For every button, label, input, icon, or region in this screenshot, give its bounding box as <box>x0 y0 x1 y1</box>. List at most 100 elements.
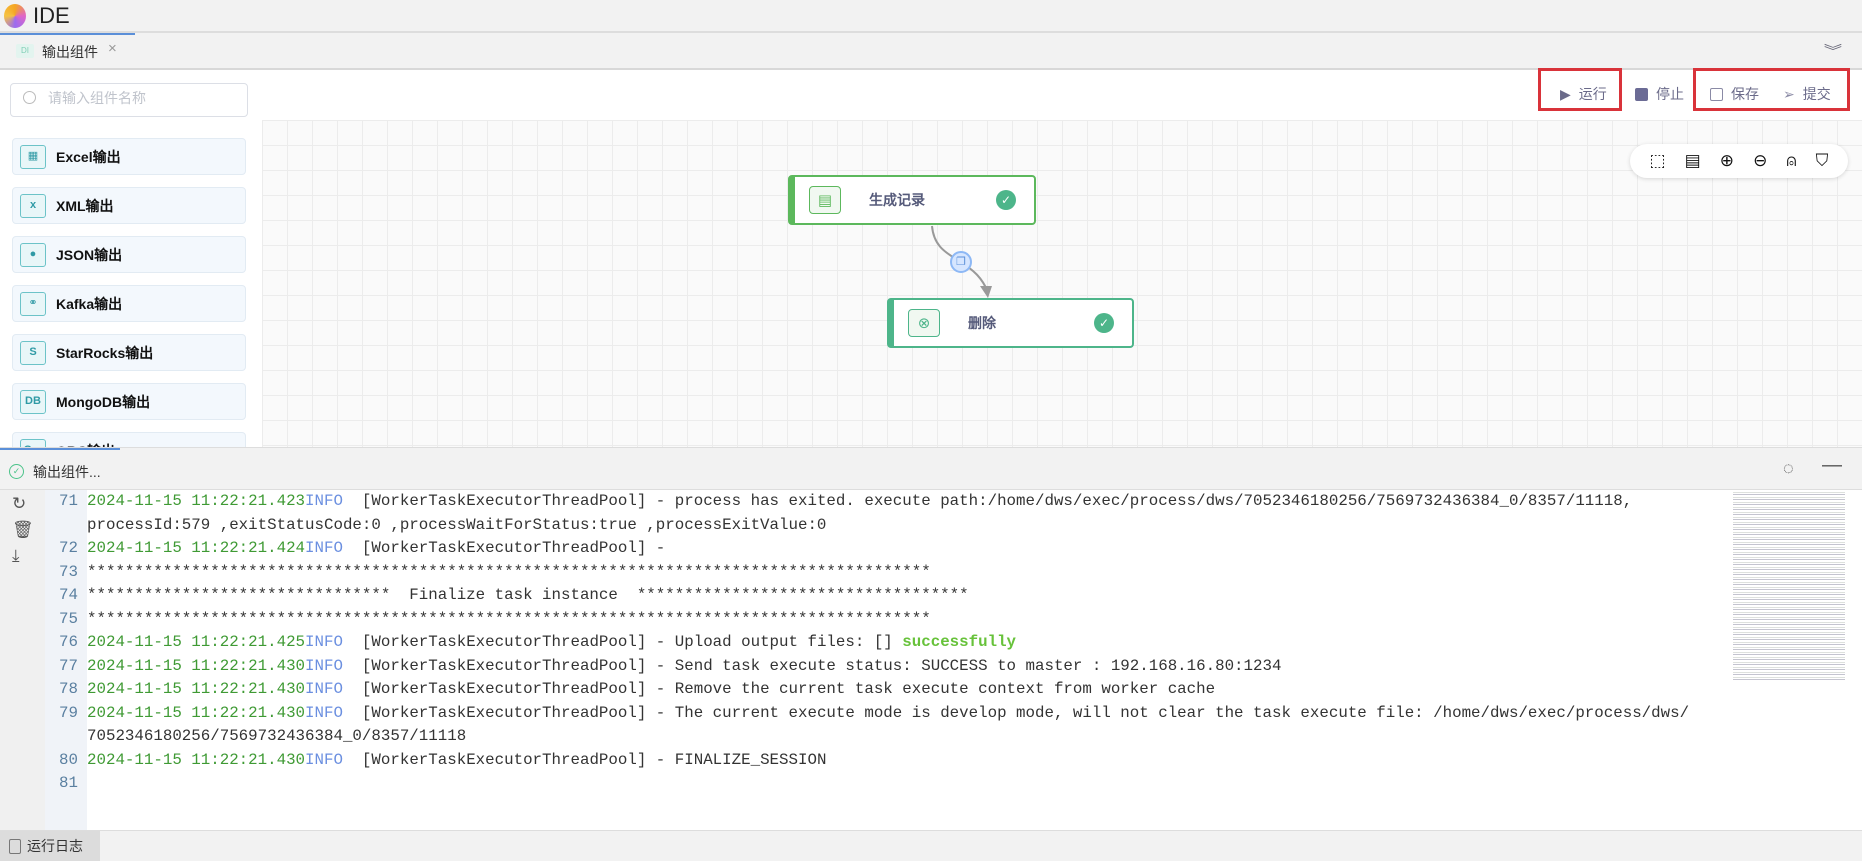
tab-type-badge: DI <box>16 44 34 58</box>
tab-output-component[interactable]: 输出组件 <box>42 44 98 60</box>
close-icon[interactable]: × <box>108 40 117 57</box>
component-icon: ● <box>20 242 46 267</box>
line-number: 71 <box>59 492 78 510</box>
component-item[interactable]: ▦ Excel输出 <box>12 138 246 175</box>
highlight-box-save-submit <box>1693 68 1850 111</box>
check-circle-icon: ✓ <box>1094 313 1114 333</box>
locate-icon[interactable]: ⍝ <box>1786 151 1797 170</box>
log-line: 7052346180256/7569732436384_0/8357/11118 <box>45 725 1725 749</box>
flow-node[interactable]: ⊗删除✓ <box>887 298 1134 348</box>
log-message: [WorkerTaskExecutorThreadPool] - process… <box>342 492 1633 510</box>
zoom-out-icon[interactable]: ⊖ <box>1753 151 1768 170</box>
arrow-head-icon <box>980 286 992 298</box>
log-level: INFO <box>305 656 343 675</box>
highlight-box-run <box>1538 68 1622 111</box>
stop-button[interactable]: 停止 <box>1635 84 1684 104</box>
component-search[interactable] <box>10 83 248 117</box>
component-icon: DB <box>20 389 46 414</box>
log-level: INFO <box>305 633 343 651</box>
status-bar: 运行日志 <box>0 830 1862 861</box>
component-icon: ▦ <box>20 144 46 169</box>
node-type-icon: ⊗ <box>908 309 940 337</box>
save-button[interactable]: 保存 <box>1710 84 1759 104</box>
log-message: [WorkerTaskExecutorThreadPool] - Upload … <box>342 633 903 651</box>
component-label: Excel输出 <box>56 148 121 165</box>
component-label: StarRocks输出 <box>56 344 154 361</box>
component-list: ▦ Excel输出 x XML输出 ●JSON输出 ⚭Kafka输出 S StarRocks输… <box>0 120 262 447</box>
log-message: [WorkerTaskExecutorThreadPool] - <box>342 539 666 557</box>
component-item[interactable]: ●JSON输出 <box>12 236 246 273</box>
component-icon: x <box>20 193 46 218</box>
line-number: 79 <box>59 703 78 722</box>
flow-canvas[interactable]: ❐ <box>262 120 1862 447</box>
loading-icon[interactable]: ◌ <box>1783 458 1794 478</box>
send-icon: ➢ <box>1783 85 1795 102</box>
fit-view-icon[interactable]: ▤ <box>1684 151 1701 170</box>
run-button[interactable]: ▶运行 <box>1560 85 1607 103</box>
log-level: INFO <box>305 750 343 769</box>
log-line: 73**************************************… <box>45 561 1725 585</box>
chevron-double-down-icon[interactable]: ︾ <box>1823 43 1843 59</box>
log-highlight: successfully <box>902 633 1017 651</box>
line-number: 77 <box>59 656 78 675</box>
line-number: 75 <box>59 609 78 628</box>
search-input[interactable] <box>48 90 238 106</box>
download-icon[interactable]: ⤓ <box>12 546 20 565</box>
component-item[interactable]: S StarRocks输出 <box>12 334 246 371</box>
refresh-icon[interactable]: ↻ <box>12 494 27 513</box>
box-select-icon[interactable]: ⬚ <box>1649 151 1666 170</box>
log-timestamp: 2024-11-15 11:22:21.425 <box>87 633 306 651</box>
flow-node[interactable]: ▤生成记录✓ <box>788 175 1036 225</box>
line-number <box>45 725 87 749</box>
bookmark-icon[interactable]: ⛉ <box>1815 151 1829 170</box>
stop-icon <box>1635 87 1648 101</box>
log-line: 81 <box>45 772 1725 796</box>
component-item[interactable]: Orc ORC输出 <box>12 432 246 447</box>
submit-button[interactable]: ➢提交 <box>1783 85 1831 103</box>
node-type-icon: ▤ <box>809 186 841 214</box>
save-icon <box>1710 87 1723 101</box>
log-level: INFO <box>305 703 343 722</box>
log-message: ****************************************… <box>87 609 931 628</box>
log-level: INFO <box>305 492 343 510</box>
log-file-icon <box>9 838 21 854</box>
component-label: ORC输出 <box>56 441 115 448</box>
line-number: 73 <box>59 562 78 581</box>
run-log-tab[interactable]: 运行日志 <box>0 831 100 861</box>
log-tools: ↻ 🗑 ⤓ <box>0 490 45 830</box>
edge-layer <box>931 225 992 298</box>
active-tab-indicator <box>0 33 135 35</box>
zoom-in-icon[interactable]: ⊕ <box>1719 151 1735 170</box>
play-icon: ▶ <box>1560 85 1571 102</box>
component-item[interactable]: ⚭Kafka输出 <box>12 285 246 322</box>
tab-bar: DI 输出组件 × ︾ <box>0 33 1862 70</box>
log-timestamp: 2024-11-15 11:22:21.430 <box>87 680 306 698</box>
edge-copy-icon[interactable]: ❐ <box>950 251 972 273</box>
log-line: 79 2024-11-15 11:22:21.430 INFO [WorkerTa… <box>45 702 1725 726</box>
node-label: 生成记录 <box>869 192 925 208</box>
log-message: [WorkerTaskExecutorThreadPool] - Send ta… <box>342 656 1282 675</box>
log-minimap[interactable] <box>1733 490 1845 680</box>
component-icon: Orc <box>20 438 46 447</box>
line-number: 81 <box>59 774 78 792</box>
component-icon: ⚭ <box>20 291 46 316</box>
log-tab-title[interactable]: 输出组件... <box>33 464 101 480</box>
minimize-icon[interactable]: — <box>1822 454 1842 476</box>
log-message: [WorkerTaskExecutorThreadPool] - The cur… <box>342 703 1690 722</box>
component-label: XML输出 <box>56 197 114 214</box>
component-icon: S <box>20 340 46 365</box>
log-timestamp: 2024-11-15 11:22:21.430 <box>87 703 306 722</box>
log-message: processId:579 ,exitStatusCode:0 ,process… <box>87 515 827 534</box>
line-number: 78 <box>59 680 78 698</box>
trash-icon[interactable]: 🗑 <box>12 520 34 539</box>
component-item[interactable]: x XML输出 <box>12 187 246 224</box>
log-message: 7052346180256/7569732436384_0/8357/11118 <box>87 727 467 745</box>
